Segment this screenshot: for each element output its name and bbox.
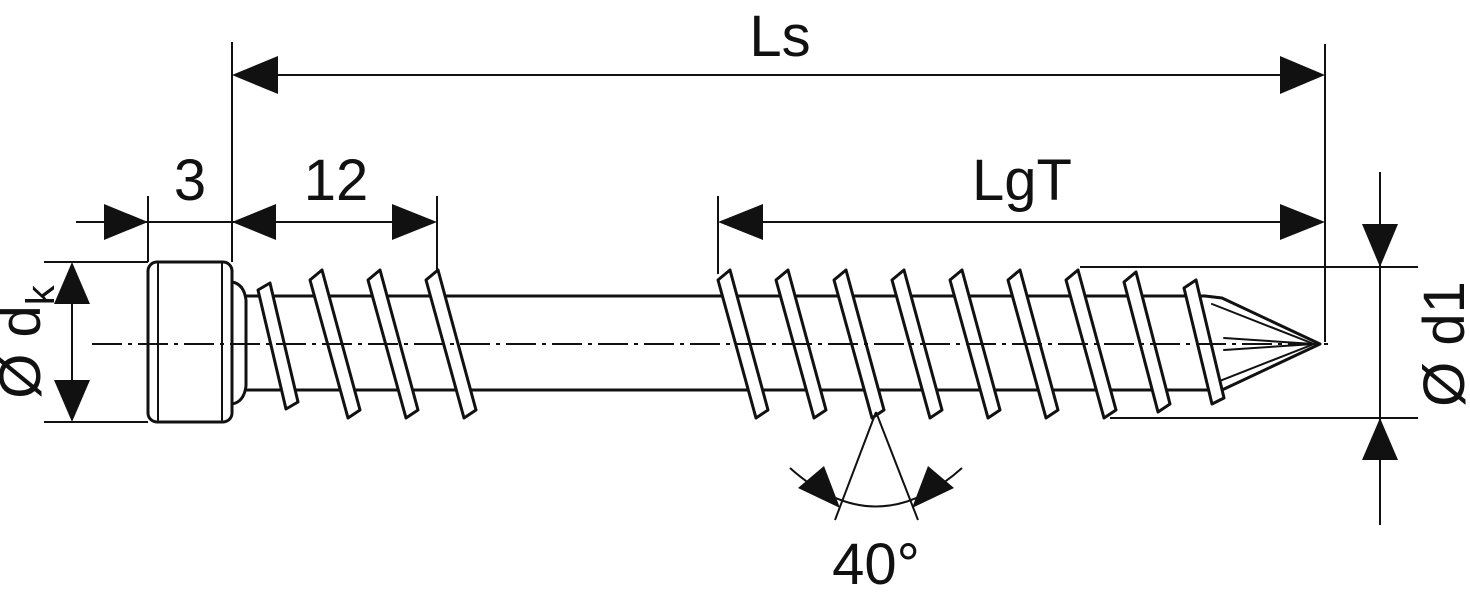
lower-thread: [716, 268, 1226, 420]
label-thread-diameter: Ø d1: [1412, 281, 1470, 407]
svg-text:Ø dk: Ø dk: [0, 284, 63, 399]
label-overall-length: Ls: [749, 4, 810, 69]
screw-body: [146, 260, 1322, 424]
label-head-diameter-subscript: k: [19, 284, 63, 305]
label-head-diameter: Ø d: [0, 305, 53, 399]
label-thread-diameter-group: Ø d1: [1412, 281, 1470, 407]
screw-head: [146, 260, 234, 424]
label-upper-thread: 12: [304, 148, 369, 213]
arrowheads: [54, 56, 1398, 508]
label-head-diameter-group: Ø dk: [0, 284, 63, 399]
label-thread-length: LgT: [972, 148, 1072, 213]
label-head-height: 3: [174, 148, 206, 213]
label-thread-angle: 40°: [832, 532, 920, 594]
